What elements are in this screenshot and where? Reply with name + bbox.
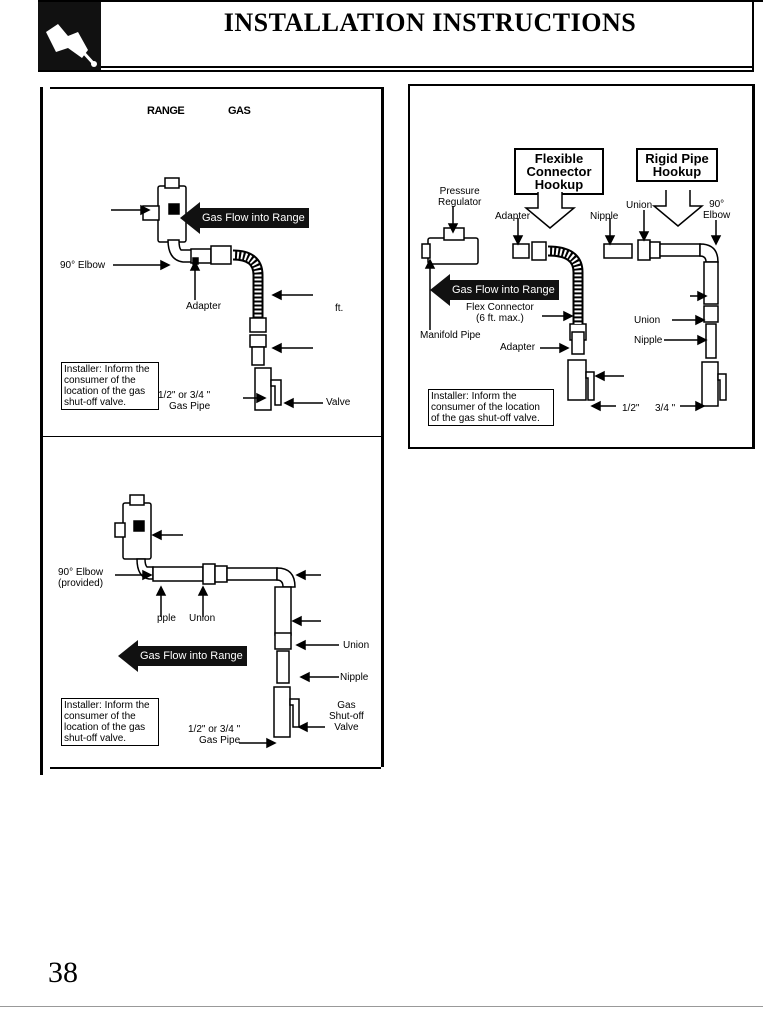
flex-connector-label: Flex Connector (6 ft. max.) — [466, 302, 534, 324]
nipple-right-label: Nipple — [340, 672, 369, 683]
nipple-right-label-r: Nipple — [634, 335, 663, 346]
union-label: Union — [189, 613, 216, 624]
gas-flow-label: Gas Flow into Range — [198, 208, 309, 228]
page-title: INSTALLATION INSTRUCTIONS — [223, 8, 637, 37]
pressure-regulator-label: Pressure Regulator — [438, 186, 482, 208]
installer-note-right: Installer: Inform the consumer of the lo… — [428, 389, 554, 426]
flexible-connector-box: Flexible Connector Hookup — [514, 148, 604, 195]
manifold-pipe-label: Manifold Pipe — [420, 330, 481, 341]
left-panel-top-rule — [50, 87, 381, 89]
right-panel-frame — [408, 84, 755, 449]
adapter-bottom-label: Adapter — [500, 342, 536, 353]
header-frame — [38, 0, 754, 72]
bottom-rule — [0, 1006, 763, 1007]
nipple-label: pple — [157, 613, 176, 624]
left-bottom-diagram — [114, 494, 339, 749]
left-panel-border — [40, 87, 43, 775]
valve-label: Valve — [326, 397, 351, 408]
left-top-diagram — [111, 177, 323, 411]
union-top-label: Union — [626, 200, 653, 211]
gas-pipe-label: 1/2" or 3/4 " Gas Pipe — [158, 390, 211, 412]
header-underline — [101, 66, 752, 68]
shutoff-valve-label: Gas Shut-off Valve — [329, 700, 364, 733]
gas-pipe-label-bottom: 1/2" or 3/4 " Gas Pipe — [188, 724, 241, 746]
half-inch-label: 1/2" — [622, 403, 640, 414]
ft-label: ft. — [335, 303, 344, 314]
union-right-label: Union — [343, 640, 370, 651]
left-panel-bottom-rule — [50, 767, 381, 769]
gas-flow-label: Gas Flow into Range — [136, 646, 247, 666]
adapter-top-label: Adapter — [495, 211, 531, 222]
left-panel-divider — [43, 436, 381, 437]
left-panel-right-border — [381, 87, 384, 767]
page-number: 38 — [48, 956, 78, 989]
header-top-rule — [38, 0, 763, 2]
installer-note-bottom: Installer: Inform the consumer of the lo… — [61, 698, 159, 746]
gas-flow-label: Gas Flow into Range — [448, 280, 559, 300]
section-title-range: RANGE — [147, 105, 185, 117]
nipple-top-label: Nipple — [590, 211, 619, 222]
elbow-label: 90° Elbow — [60, 260, 106, 271]
union-right-label-r: Union — [634, 315, 661, 326]
adapter-label: Adapter — [186, 301, 222, 312]
rigid-pipe-box: Rigid Pipe Hookup — [636, 148, 718, 182]
three-quarter-label: 3/4 " — [655, 403, 676, 414]
hand-with-wrench-icon — [38, 2, 101, 70]
section-title-gas: GAS — [228, 105, 251, 117]
right-diagram — [421, 190, 727, 412]
installer-note-top: Installer: Inform the consumer of the lo… — [61, 362, 159, 410]
elbow-top-label: 90° Elbow — [703, 199, 731, 221]
elbow-provided-label: 90° Elbow (provided) — [58, 567, 104, 589]
